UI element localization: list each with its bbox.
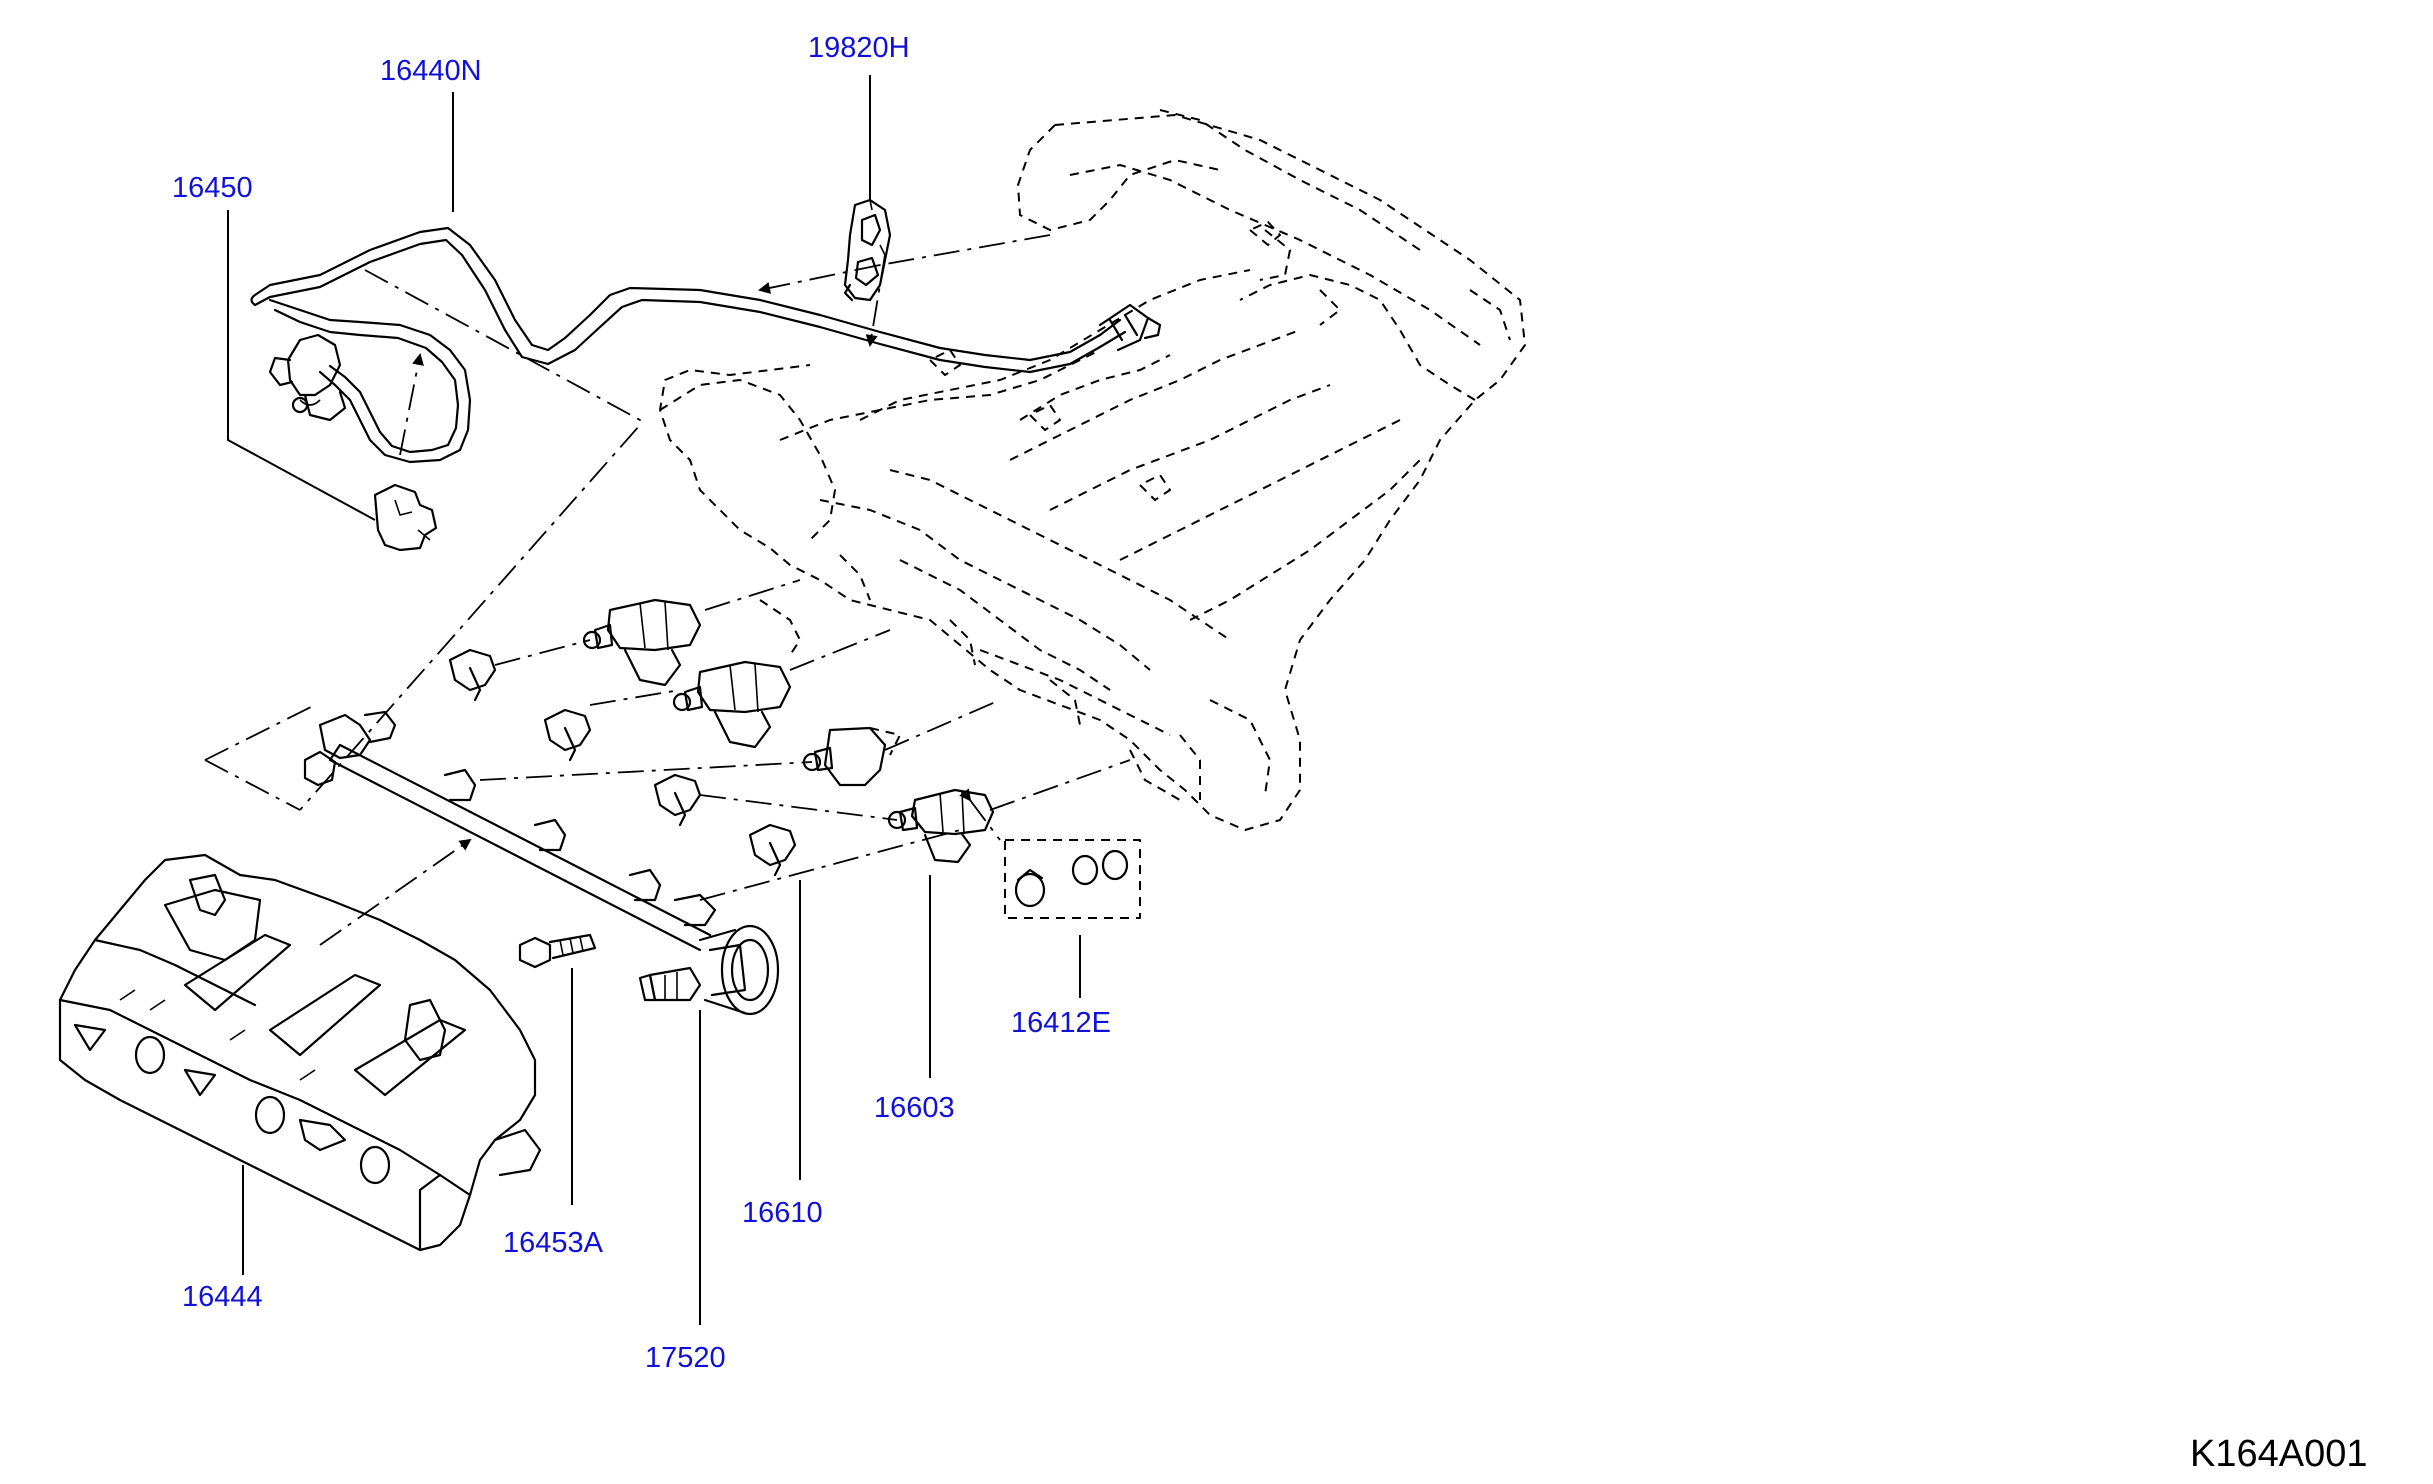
label-16412E[interactable]: 16412E — [1011, 1007, 1111, 1039]
alignment-lines — [204, 234, 1131, 946]
seal-kit-16412E-drawing — [1004, 839, 1141, 919]
injector-clips-drawing — [448, 648, 797, 877]
bolt-16453A-drawing — [518, 933, 597, 969]
leader-lines — [227, 75, 1081, 1325]
part-labels: 16440N 19820H 16450 16412E 16603 16610 1… — [172, 32, 1111, 1374]
injector-1 — [582, 598, 702, 687]
label-16450[interactable]: 16450 — [172, 172, 253, 204]
label-16453A[interactable]: 16453A — [503, 1227, 604, 1259]
fuel-rail-drawing — [303, 710, 780, 1016]
intake-manifold-reference — [659, 109, 1526, 831]
label-17520[interactable]: 17520 — [645, 1342, 726, 1374]
injector-2 — [672, 660, 792, 749]
injector-harness-drawing — [250, 226, 1162, 552]
label-19820H[interactable]: 19820H — [808, 32, 910, 64]
fuel-injectors-drawing — [582, 598, 995, 864]
label-16444[interactable]: 16444 — [182, 1281, 263, 1313]
parts-drawing — [58, 198, 1162, 1252]
injector-4 — [887, 788, 995, 864]
label-16440N[interactable]: 16440N — [380, 55, 482, 87]
label-16610[interactable]: 16610 — [742, 1197, 823, 1229]
label-16603[interactable]: 16603 — [874, 1092, 955, 1124]
sensor-19820H-drawing — [843, 198, 892, 302]
drawing-id: K164A001 — [2190, 1433, 2368, 1475]
protector-16444-drawing — [58, 853, 542, 1252]
injector-3 — [802, 726, 901, 787]
